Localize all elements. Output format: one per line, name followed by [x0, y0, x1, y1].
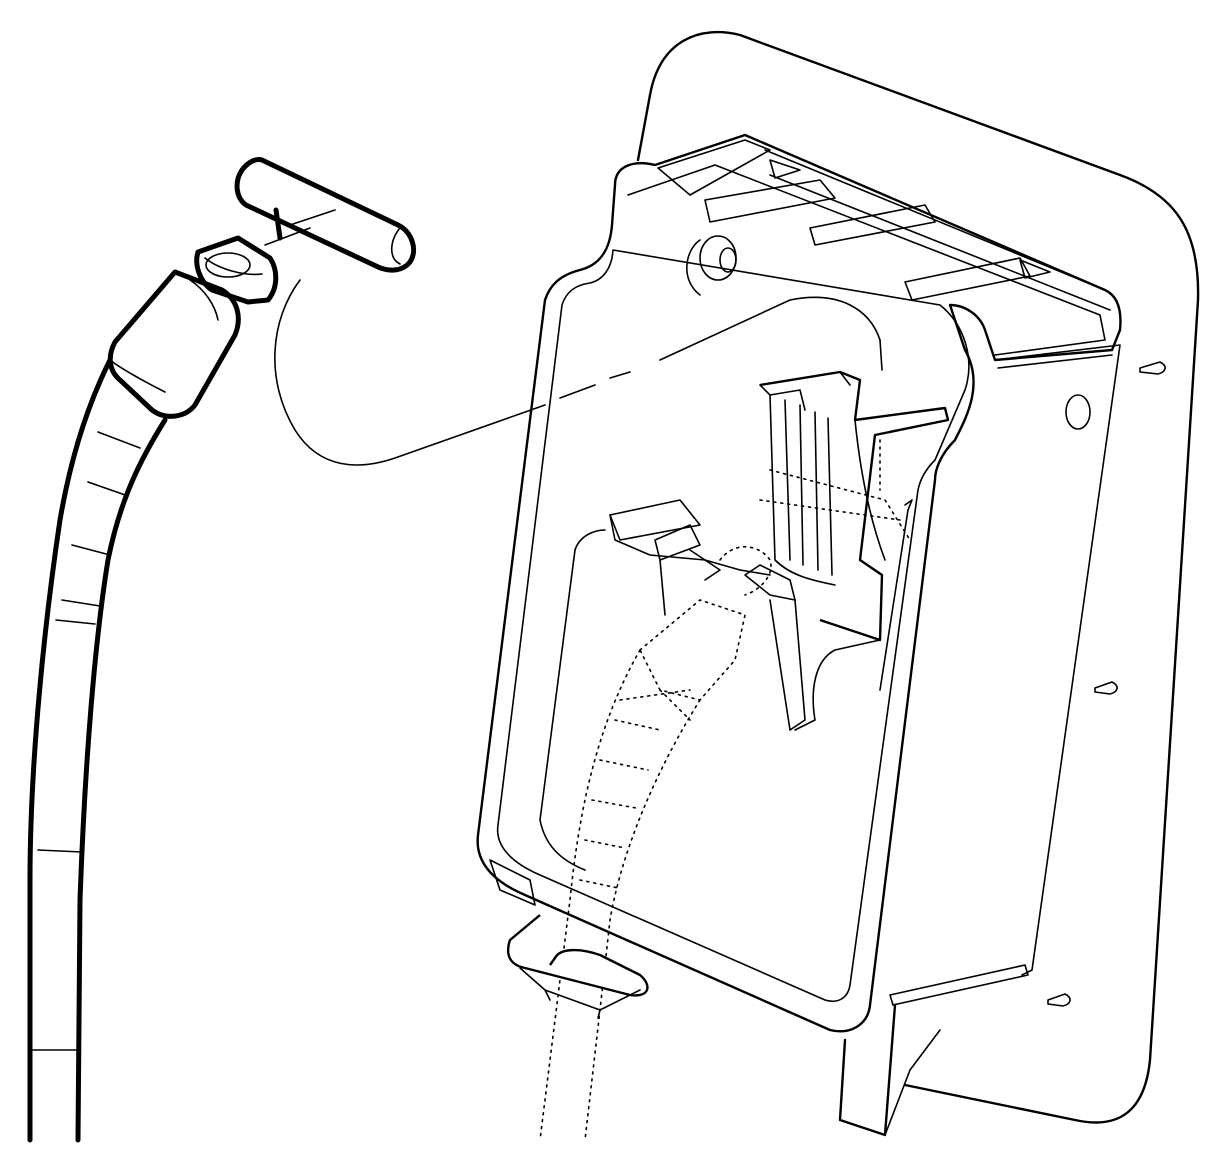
- t-handle-tool: [234, 157, 416, 273]
- housing-box: [476, 133, 1122, 1137]
- connector-receptacle: [539, 370, 950, 871]
- callout-leader: [274, 279, 883, 466]
- mounting-hook: [506, 914, 649, 1019]
- cable-harness: [27, 269, 241, 1143]
- hidden-cable-path: [539, 439, 911, 1141]
- mounting-panel: [636, 30, 1200, 1124]
- connector-boot: [194, 235, 279, 305]
